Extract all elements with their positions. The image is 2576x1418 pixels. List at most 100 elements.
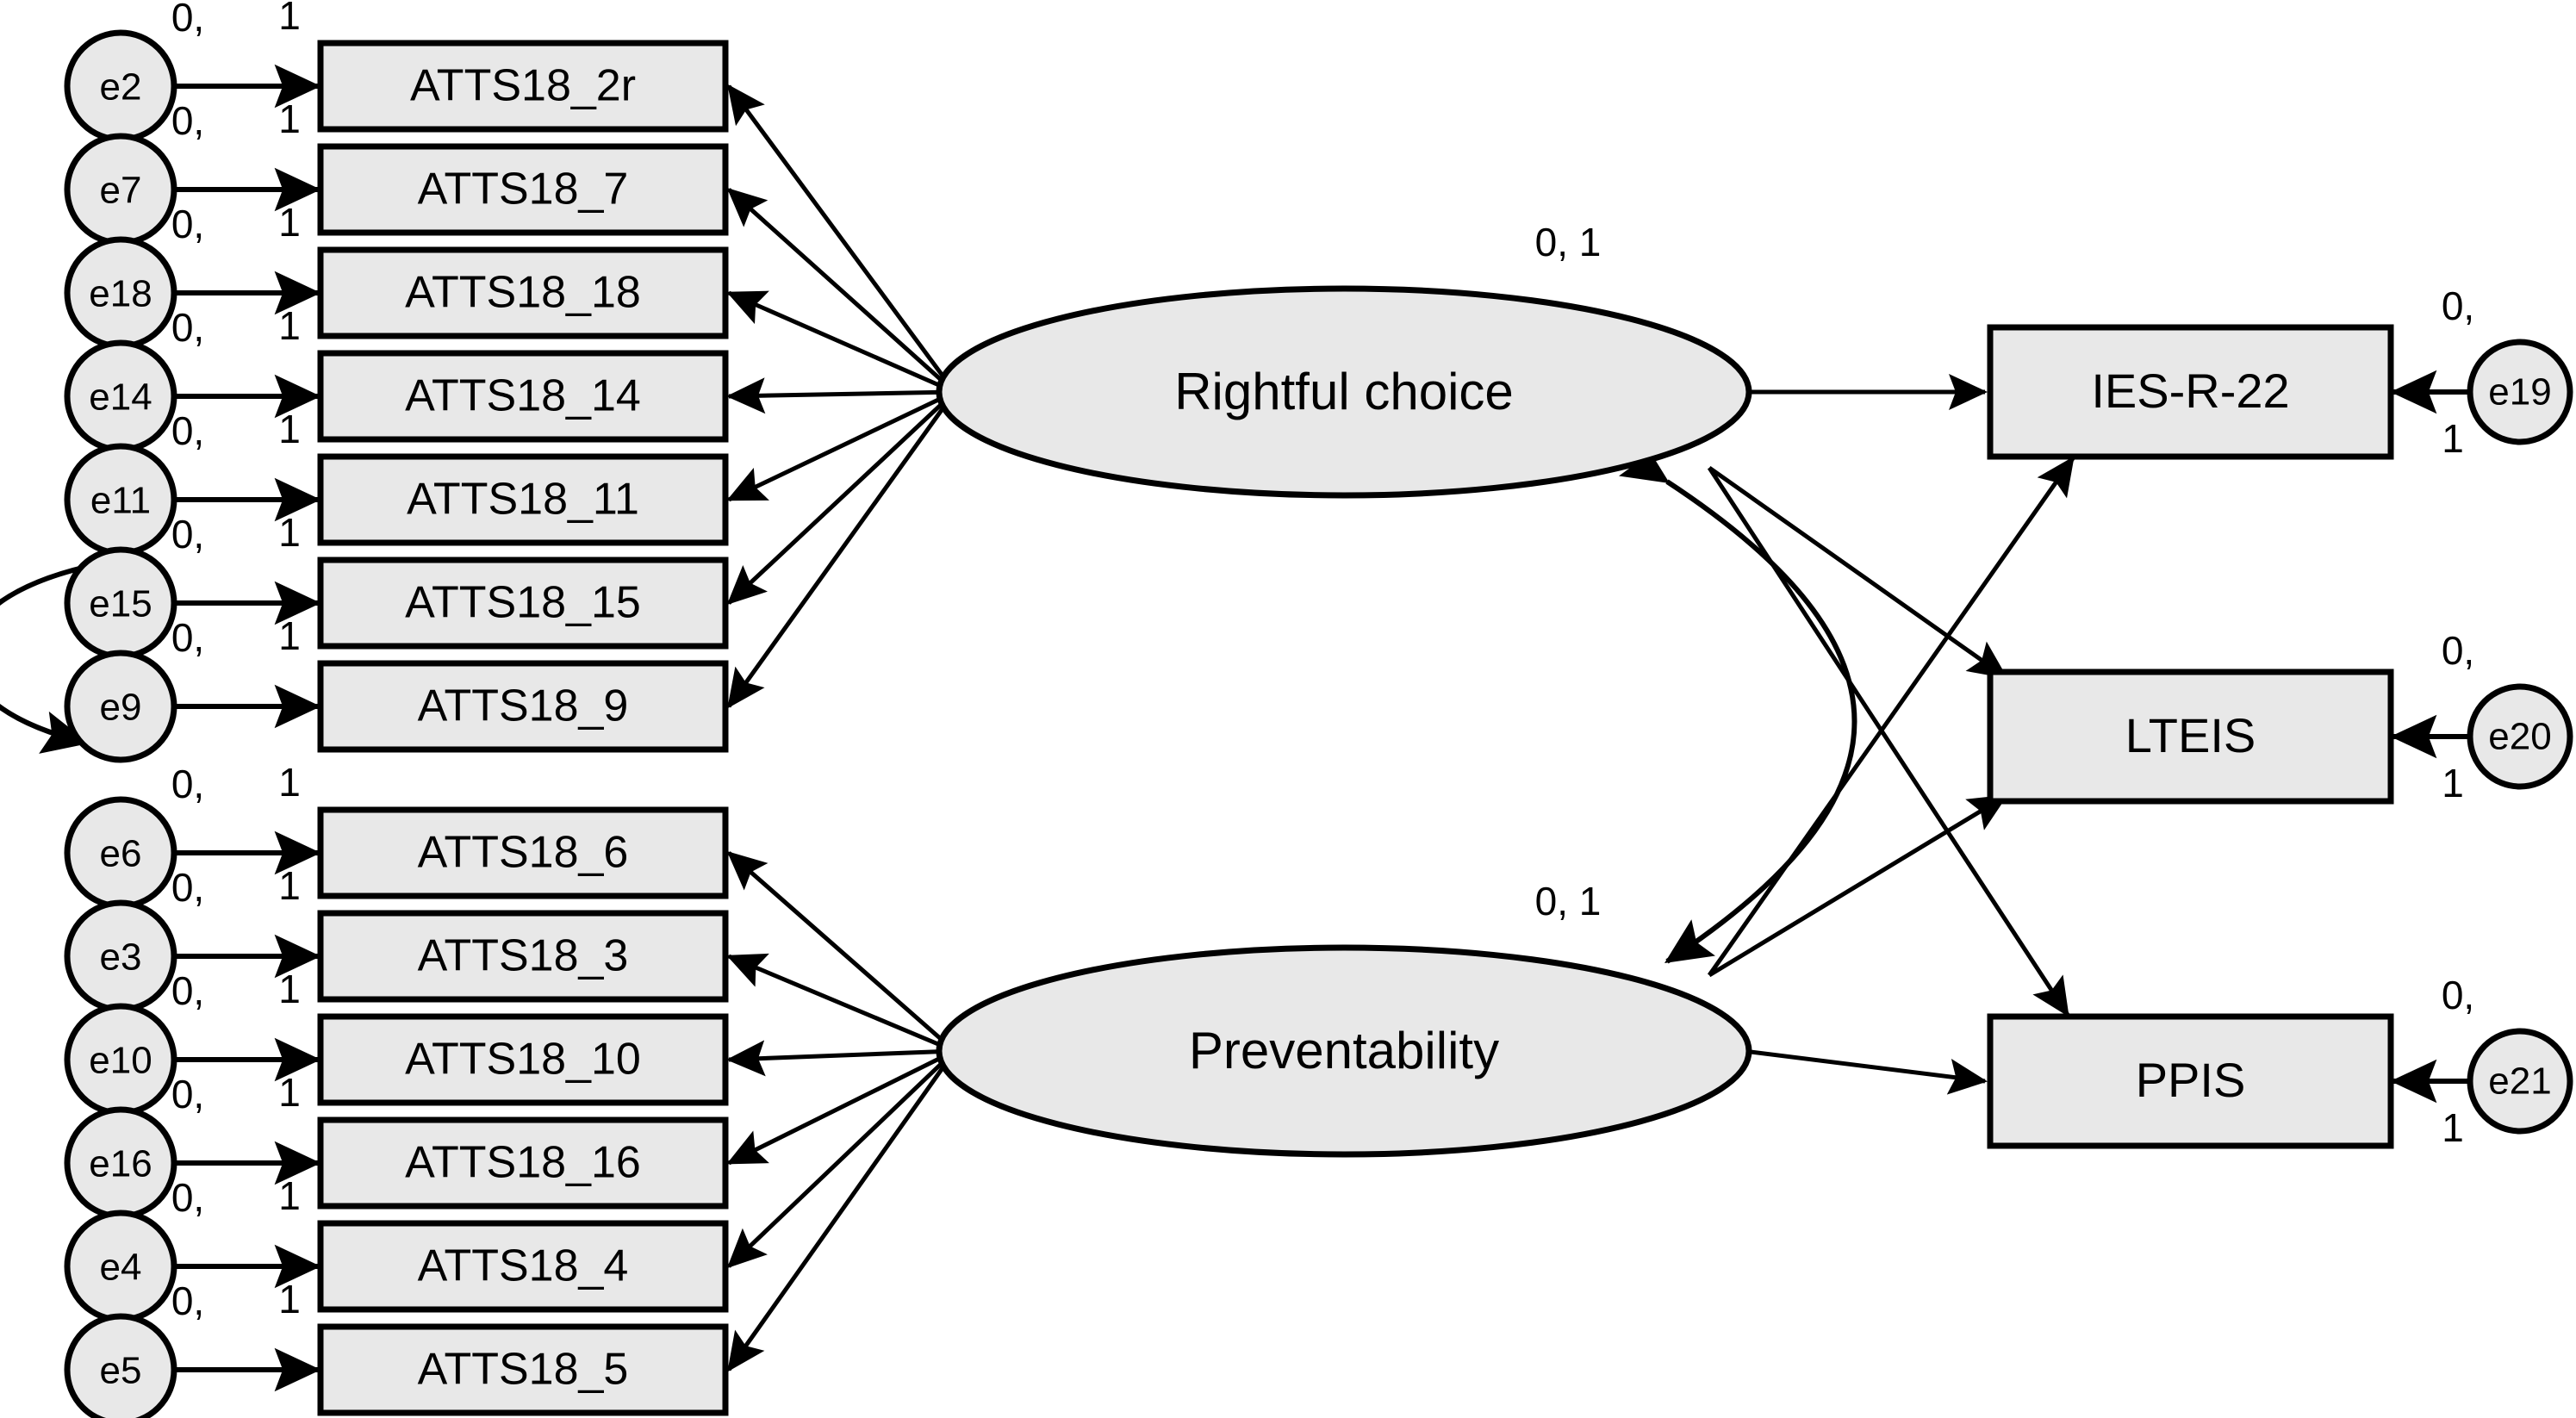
latent-param-preventability: 0, 1: [1535, 879, 1602, 924]
outcome-label-ppis: PPIS: [2136, 1053, 2246, 1107]
loading-path-preventability-ATTS18_3: [726, 953, 955, 1054]
outcome-error-var-e19: 1: [2442, 416, 2464, 461]
loading-label-e4: 1: [278, 1173, 301, 1218]
outcome-node-lteis: [1987, 669, 2394, 805]
loading-label-e5: 1: [278, 1277, 301, 1322]
indicator-label-ATTS18_14: ATTS18_14: [405, 371, 641, 421]
indicator-node-ATTS18_10: [317, 1013, 729, 1106]
structural-path-preventability-to-iesr22: [1707, 456, 2075, 977]
outcome-error-mean-e20: 0,: [2442, 628, 2474, 673]
indicator-label-ATTS18_15: ATTS18_15: [405, 578, 641, 628]
error-label-e11: e11: [90, 480, 151, 522]
loading-label-e14: 1: [278, 303, 301, 348]
loading-path-preventability-ATTS18_4: [726, 1049, 956, 1269]
error-mean-e9: 0,: [171, 615, 204, 660]
loading-label-e2: 1: [278, 0, 301, 38]
loading-path-preventability-ATTS18_6: [726, 851, 956, 1053]
indicator-node-ATTS18_16: [317, 1116, 729, 1210]
indicator-label-ATTS18_18: ATTS18_18: [405, 268, 641, 318]
loading-path-rightful_choice-ATTS18_9: [726, 390, 957, 709]
indicator-label-ATTS18_6: ATTS18_6: [418, 828, 629, 878]
loading-label-e6: 1: [278, 760, 301, 805]
error-node-e5: [64, 1313, 177, 1418]
covariance-path-factors: [1619, 439, 1857, 964]
loading-label-e18: 1: [278, 200, 301, 245]
latent-node-preventability: [936, 944, 1752, 1158]
indicator-node-ATTS18_6: [317, 806, 729, 899]
error-label-e2: e2: [100, 66, 142, 109]
latent-label-preventability: Preventability: [1189, 1022, 1499, 1079]
outcome-error-mean-e21: 0,: [2442, 973, 2474, 1017]
loading-path-rightful_choice-ATTS18_7: [726, 187, 956, 394]
outcome-node-iesr22: [1987, 324, 2394, 460]
indicator-node-ATTS18_14: [317, 350, 729, 443]
error-label-e19: e19: [2488, 371, 2551, 414]
error-node-e19: [2467, 339, 2573, 445]
error-label-e4: e4: [100, 1247, 142, 1289]
loading-label-e9: 1: [278, 613, 301, 658]
edge-layer: [0, 64, 2470, 1392]
loading-path-rightful_choice-ATTS18_15: [726, 390, 956, 606]
covariance-path-e15-e9: [0, 535, 134, 754]
error-label-e10: e10: [89, 1040, 152, 1082]
loading-label-e16: 1: [278, 1070, 301, 1115]
outcome-error-var-e20: 1: [2442, 761, 2464, 805]
indicator-label-ATTS18_16: ATTS18_16: [405, 1138, 641, 1188]
indicator-label-ATTS18_11: ATTS18_11: [407, 475, 639, 525]
error-mean-e6: 0,: [171, 762, 204, 806]
loading-path-preventability-ATTS18_5: [726, 1049, 957, 1372]
indicator-label-ATTS18_7: ATTS18_7: [418, 165, 629, 215]
loading-path-rightful_choice-ATTS18_18: [726, 290, 956, 395]
error-mean-e18: 0,: [171, 202, 204, 246]
loading-path-rightful_choice-ATTS18_2r: [726, 84, 957, 394]
outcome-node-ppis: [1987, 1013, 2394, 1149]
error-label-e16: e16: [89, 1143, 152, 1185]
error-node-e21: [2467, 1028, 2573, 1135]
loading-label-e7: 1: [278, 96, 301, 141]
latent-node-rightful_choice: [936, 285, 1752, 499]
outcome-label-iesr22: IES-R-22: [2091, 364, 2289, 418]
error-label-e7: e7: [100, 170, 142, 212]
structural-path-rightful_choice-to-lteis: [1708, 465, 2008, 680]
error-mean-e15: 0,: [171, 512, 204, 557]
indicator-node-ATTS18_9: [317, 660, 729, 753]
indicator-node-ATTS18_4: [317, 1220, 729, 1313]
error-mean-e5: 0,: [171, 1278, 204, 1323]
loading-path-rightful_choice-ATTS18_14: [726, 377, 955, 414]
indicator-node-ATTS18_3: [317, 910, 729, 1003]
loading-path-preventability-ATTS18_10: [726, 1040, 955, 1077]
error-node-e9: [64, 650, 177, 763]
structural-path-preventability-to-ppis: [1743, 1048, 1988, 1095]
error-label-e18: e18: [89, 273, 152, 315]
latent-label-rightful_choice: Rightful choice: [1174, 363, 1514, 420]
error-mean-e14: 0,: [171, 305, 204, 350]
error-mean-e11: 0,: [171, 408, 204, 453]
indicator-label-ATTS18_2r: ATTS18_2r: [410, 61, 636, 111]
text-layer: e20,1ATTS18_2re70,1ATTS18_7e180,1ATTS18_…: [89, 0, 2551, 1395]
loading-path-rightful_choice-ATTS18_11: [726, 389, 956, 502]
outcome-error-mean-e19: 0,: [2442, 283, 2474, 328]
error-mean-e7: 0,: [171, 98, 204, 143]
indicator-label-ATTS18_9: ATTS18_9: [418, 681, 629, 731]
error-label-e9: e9: [100, 687, 142, 729]
loading-label-e11: 1: [278, 407, 301, 451]
loading-label-e10: 1: [278, 967, 301, 1011]
indicator-label-ATTS18_5: ATTS18_5: [418, 1345, 629, 1395]
loading-label-e15: 1: [278, 510, 301, 555]
error-label-e15: e15: [89, 583, 152, 625]
indicator-node-ATTS18_5: [317, 1323, 729, 1416]
loading-label-e3: 1: [278, 863, 301, 908]
structural-path-preventability-to-lteis: [1708, 793, 2008, 978]
error-label-e6: e6: [100, 833, 142, 875]
error-label-e5: e5: [100, 1350, 142, 1392]
error-mean-e4: 0,: [171, 1175, 204, 1220]
error-node-e20: [2467, 683, 2573, 790]
indicator-label-ATTS18_3: ATTS18_3: [418, 931, 629, 981]
indicator-node-ATTS18_18: [317, 246, 729, 339]
indicator-node-ATTS18_2r: [317, 40, 729, 133]
error-label-e14: e14: [89, 376, 152, 419]
error-mean-e3: 0,: [171, 865, 204, 910]
indicator-label-ATTS18_10: ATTS18_10: [405, 1035, 641, 1085]
